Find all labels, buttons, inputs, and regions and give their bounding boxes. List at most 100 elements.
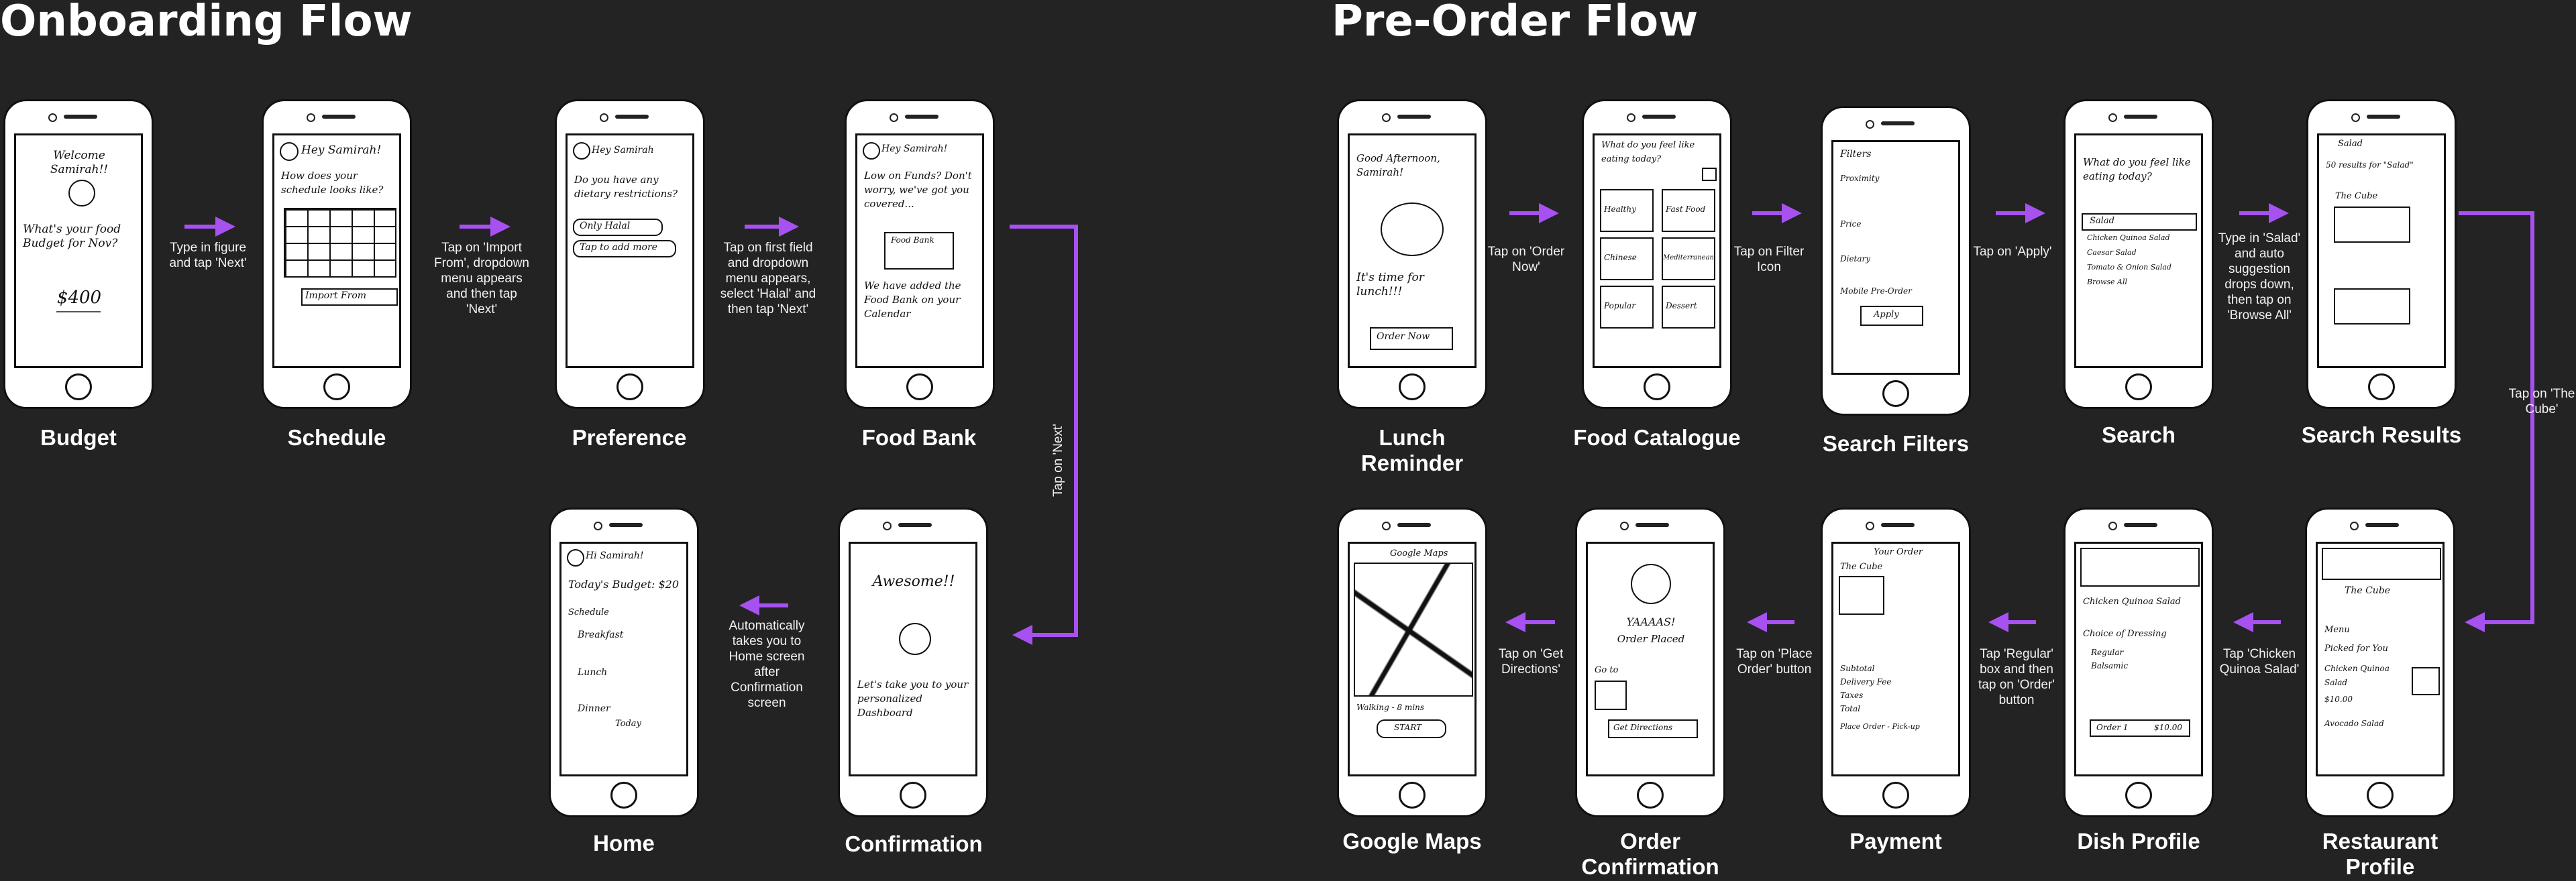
camera — [883, 522, 892, 530]
screen-search-filters: Filters Proximity Price Dietary Mobile P… — [1831, 140, 1960, 375]
tile-fast-food-label: Fast Food — [1666, 204, 1706, 214]
tile-fast-food — [1662, 189, 1715, 232]
sketch-underline — [56, 311, 101, 312]
label-payment: Payment — [1849, 829, 1942, 854]
sketch-halal-label: Only Halal — [580, 221, 631, 231]
sketch-import-dropdown — [301, 288, 398, 306]
sketch-filters-heading: Filters — [1840, 149, 1872, 160]
sketch-calendar-grid — [284, 208, 396, 278]
sketch-lunch: Lunch — [578, 667, 608, 678]
sketch-dietary: Dietary — [1840, 254, 1871, 263]
screen-google-maps: Google Maps Walking - 8 mins START — [1348, 542, 1477, 776]
camera — [1627, 113, 1635, 122]
label-search-results: Search Results — [2301, 422, 2462, 447]
sketch-dressing: Choice of Dressing — [2083, 629, 2167, 639]
sketch-result-image-2 — [2334, 288, 2410, 325]
sketch-directions-label: Get Directions — [1613, 723, 1673, 732]
home-button — [1399, 373, 1426, 400]
tile-chinese-label: Chinese — [1604, 253, 1637, 262]
sketch-directions-btn — [1608, 719, 1698, 738]
sketch-order-now-label: Order Now — [1377, 331, 1430, 342]
speaker — [322, 115, 356, 119]
phone-preference: Hey Samirah Do you have any dietary rest… — [555, 99, 705, 409]
sketch-breakfast: Breakfast — [578, 630, 624, 640]
sketch-dish-title: Chicken Quinoa Salad — [2083, 597, 2181, 607]
instr-confirmation-to-home: Automatically takes you to Home screen a… — [729, 619, 805, 710]
sketch-awesome: Awesome!! — [872, 573, 955, 590]
home-button — [1399, 782, 1426, 809]
speaker — [1635, 523, 1669, 527]
sketch-mobile-preorder: Mobile Pre-Order — [1840, 286, 1912, 296]
home-button — [2125, 782, 2152, 809]
screen-search-results: Salad 50 results for "Salad" The Cube — [2317, 133, 2446, 368]
tile-popular-label: Popular — [1604, 301, 1635, 310]
sketch-delivery-fee: Delivery Fee — [1840, 677, 1892, 687]
check-icon — [1631, 564, 1671, 604]
screen-schedule: Hey Samirah! How does your schedule look… — [272, 133, 401, 368]
camera — [2350, 522, 2359, 530]
sketch-greeting: Hey Samirah — [592, 145, 654, 156]
screen-budget: Welcome Samirah!! What's your food Budge… — [14, 133, 143, 368]
sketch-suggestion-1: Chicken Quinoa Salad — [2087, 233, 2170, 242]
sketch-greeting: Hi Samirah! — [586, 550, 644, 561]
speaker — [615, 115, 649, 119]
screen-dish-profile: Chicken Quinoa Salad Choice of Dressing … — [2074, 542, 2203, 776]
label-home: Home — [593, 831, 655, 856]
label-budget: Budget — [40, 425, 117, 450]
sketch-welcome: Welcome Samirah!! — [50, 149, 109, 176]
sketch-balsamic: Balsamic — [2091, 661, 2129, 670]
sketch-foodbank-building — [884, 232, 954, 270]
label-search: Search — [2101, 422, 2176, 447]
sketch-dish-name: Chicken Quinoa Salad — [2324, 664, 2390, 687]
speaker — [1881, 121, 1915, 125]
map-area — [1354, 563, 1473, 697]
screen-home: Hi Samirah! Today's Budget: $20 Schedule… — [559, 542, 688, 776]
sketch-apply-label: Apply — [1874, 310, 1899, 320]
phone-search-results: Salad 50 results for "Salad" The Cube — [2306, 99, 2457, 409]
sketch-calendar-note: We have added the Food Bank on your Cale… — [864, 280, 961, 320]
avatar-icon — [573, 142, 590, 160]
sketch-browse-all: Browse All — [2087, 278, 2128, 286]
label-confirmation: Confirmation — [845, 831, 983, 856]
phone-home: Hi Samirah! Today's Budget: $20 Schedule… — [549, 508, 699, 817]
phone-dish-profile: Chicken Quinoa Salad Choice of Dressing … — [2063, 508, 2214, 817]
sketch-start-label: START — [1394, 723, 1422, 732]
home-button — [906, 373, 933, 400]
camera — [1866, 522, 1874, 530]
sketch-payment-restaurant: The Cube — [1840, 562, 1883, 572]
sketch-place-order: Place Order - Pick-up — [1840, 722, 1920, 731]
sketch-price: Price — [1840, 219, 1862, 229]
screen-confirmation: Awesome!! Let's take you to your persona… — [849, 542, 977, 776]
sketch-schedule-question: How does your schedule looks like? — [281, 170, 384, 196]
camera — [1620, 522, 1629, 530]
speaker — [609, 523, 643, 527]
tile-healthy — [1600, 189, 1654, 232]
avatar-icon — [280, 142, 299, 161]
phone-schedule: Hey Samirah! How does your schedule look… — [262, 99, 412, 409]
camera — [48, 113, 57, 122]
onboarding-flow-title: Onboarding Flow — [0, 0, 413, 46]
sketch-cover-image — [2322, 548, 2441, 580]
sketch-picked: Picked for You — [2324, 644, 2388, 654]
home-button — [2367, 782, 2394, 809]
instr-dish-to-payment: Tap 'Regular' box and then tap on 'Order… — [1978, 647, 2055, 707]
camera — [890, 113, 898, 122]
label-search-filters: Search Filters — [1822, 431, 1970, 456]
home-button — [616, 373, 643, 400]
label-lunch-reminder: Lunch Reminder — [1360, 425, 1464, 475]
map-pin-thumb — [1839, 576, 1884, 615]
home-button — [65, 373, 92, 400]
sketch-schedule-heading: Schedule — [568, 607, 609, 618]
instr-search-to-results: Type in 'Salad' and auto suggestion drop… — [2218, 231, 2301, 322]
sketch-today-tab: Today — [615, 719, 641, 729]
instr-reminder-to-catalogue: Tap on 'Order Now' — [1487, 245, 1565, 274]
phone-restaurant-profile: The Cube Menu Picked for You Chicken Qui… — [2305, 508, 2455, 817]
sketch-dashboard-note: Let's take you to your personalized Dash… — [857, 679, 969, 719]
home-button — [323, 373, 350, 400]
camera — [600, 113, 608, 122]
avatar-icon — [567, 549, 584, 567]
speaker — [2124, 115, 2157, 119]
tile-dessert — [1662, 286, 1715, 329]
avatar-icon — [863, 142, 880, 160]
instr-filters-to-search: Tap on 'Apply' — [1973, 245, 2052, 259]
